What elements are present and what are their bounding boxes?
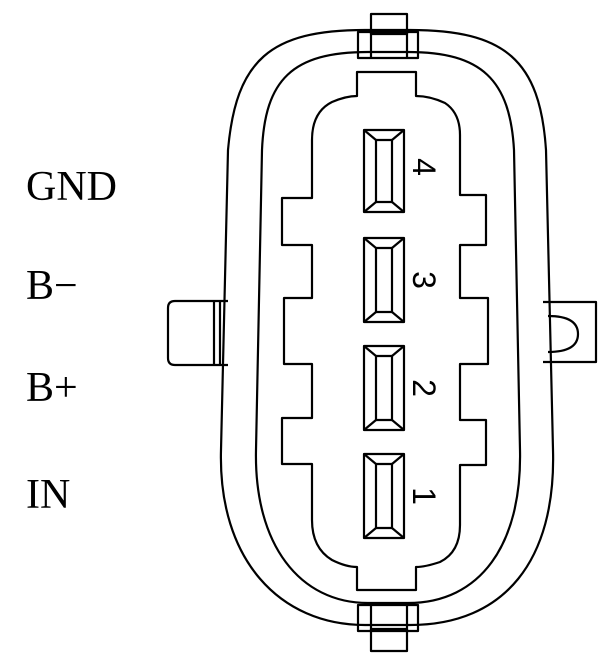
label-b-plus: B+ (26, 365, 78, 411)
inner-housing (254, 50, 522, 605)
pin-1-terminal (362, 452, 406, 540)
label-gnd: GND (26, 164, 117, 210)
top-tab (356, 12, 420, 60)
bottom-tab (356, 603, 420, 653)
label-in: IN (26, 472, 71, 518)
label-b-minus: B− (26, 263, 78, 309)
pin-cavity (280, 70, 490, 592)
pin-3-terminal (362, 236, 406, 324)
pin-3-number: 3 (406, 271, 442, 289)
pin-1-number: 1 (406, 487, 442, 505)
pin-2-terminal (362, 344, 406, 432)
pin-4-terminal (362, 128, 406, 214)
left-tab (166, 299, 228, 367)
pin-4-number: 4 (406, 158, 442, 176)
outer-housing (219, 28, 555, 627)
pin-2-number: 2 (406, 379, 442, 397)
right-tab (543, 300, 598, 364)
